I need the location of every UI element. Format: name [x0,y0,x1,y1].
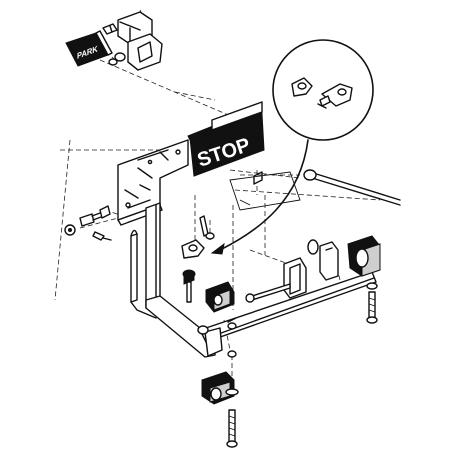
bolt [228,409,236,443]
shaft-rod [240,169,401,206]
pedal-pad-assembly: STOP [117,101,265,226]
curved-arrow [210,139,309,255]
center-clamp-parts [181,215,291,335]
park-bracket-assembly [102,11,163,71]
mount-plate-outline [229,171,301,211]
lower-clamp-bolt [201,350,239,448]
pad-fasteners [64,205,112,241]
magnifier-circle-callout [272,39,374,141]
screw-icon [102,23,118,35]
park-sign: PARK [65,30,113,67]
right-lower-bolt [366,282,378,324]
right-bearing-block [347,235,381,277]
pedal-arm-frame [130,202,377,358]
